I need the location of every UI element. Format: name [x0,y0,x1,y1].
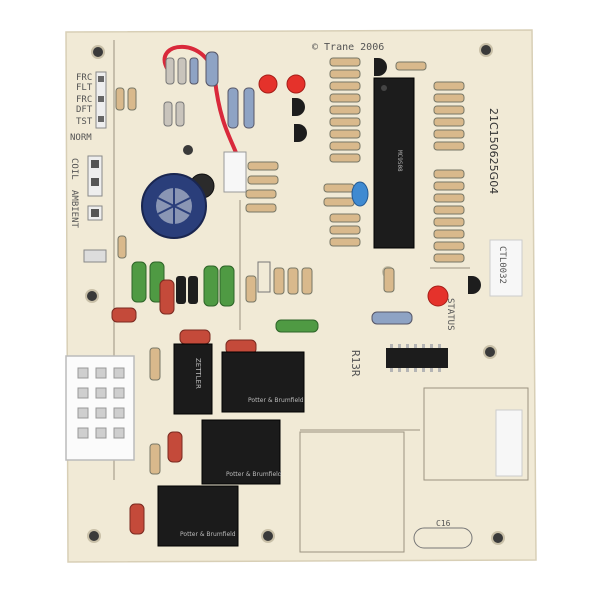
resistor-group-topleft [115,51,255,259]
terminal-connector [65,355,135,461]
resistor-column-right [433,81,465,263]
mode-label-2: FRC [76,95,92,105]
relay-1: ZETTLER [173,343,213,415]
barcode-sticker [495,409,523,477]
mode-label-0: FRC [76,73,92,83]
sensor-connectors [83,155,107,263]
c16-label: C16 [436,519,451,528]
copyright-text: © Trane 2006 [312,42,384,53]
relay-1-brand: ZETTLER [194,358,202,389]
film-capacitor-c2 [129,503,145,535]
relay-3-label: Potter & Brumfield [226,471,282,478]
relay-3: Potter & Brumfield [201,419,282,485]
status-led [427,285,449,307]
mode-label-3: DFT [76,105,93,115]
microcontroller-ic: MC9S08 [373,77,415,249]
side-tag-sticker [489,239,523,297]
relay-4-label: Potter & Brumfield [180,531,236,538]
electrolytic-capacitor [141,173,207,239]
ambient-label: AMBIENT [69,190,79,229]
coil-label: COIL [69,158,79,180]
power-resistors [131,261,413,333]
status-label: STATUS [445,298,455,331]
film-capacitor-small [111,307,137,323]
mode-label-5: NORM [70,133,92,143]
mode-label-4: TST [76,117,93,127]
relay-4: Potter & Brumfield [157,485,239,547]
led-pair [258,74,306,94]
film-resistor-2 [149,443,161,475]
side-tag-text: CTL0032 [497,246,507,284]
mode-labels: FRC FLT FRC DFT TST NORM [70,73,93,143]
film-resistor-1 [149,347,161,381]
film-capacitor-mid [179,329,211,345]
test-pin-header [95,71,107,129]
relay-2: Potter & Brumfield [221,351,305,413]
film-capacitor-c1 [167,431,183,463]
transistors [292,58,481,294]
c16-outline [413,527,473,549]
mode-label-1: FLT [76,83,93,93]
dip-ic [386,344,448,372]
resistor-column-left [323,57,427,247]
ceramic-capacitor [351,181,369,207]
test-point [183,145,193,155]
resistor-bank-middle [245,161,279,213]
ic-label: MC9S08 [396,150,403,172]
wire-connector [223,151,247,193]
r13r-label: R13R [349,350,362,377]
part-number: 21C150625G04 [487,108,500,194]
relay-2-label: Potter & Brumfield [248,397,304,404]
